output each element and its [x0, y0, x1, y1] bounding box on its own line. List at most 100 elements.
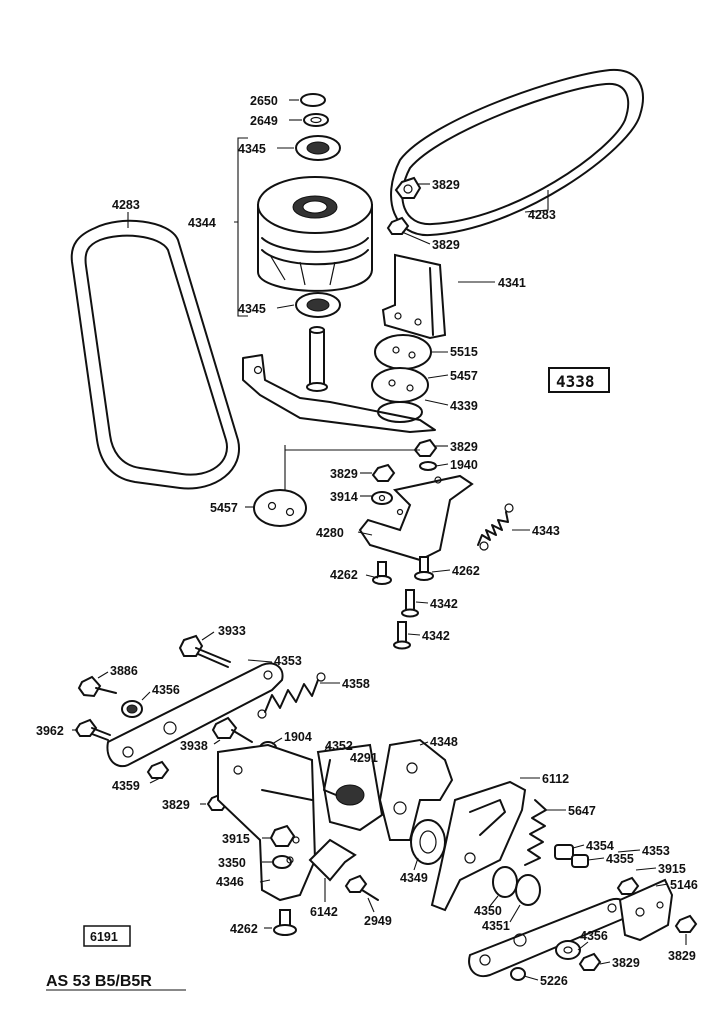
washer-under-disc [377, 401, 423, 423]
label-4342-b: 4342 [422, 629, 450, 643]
circlip-5226 [510, 967, 526, 981]
label-3915-left: 3915 [222, 832, 250, 846]
bushing-4354 [554, 844, 574, 860]
disc-5457-upper [371, 367, 429, 403]
bolt-4342-b [393, 621, 411, 650]
label-3829-plate: 3829 [450, 440, 478, 454]
label-4355: 4355 [606, 852, 634, 866]
circlip-4351 [515, 874, 541, 906]
washer-3914 [371, 491, 393, 505]
label-3829-left: 3829 [330, 467, 358, 481]
label-4345-bottom: 4345 [238, 302, 266, 316]
spring-5647 [524, 799, 547, 866]
label-6112: 6112 [542, 772, 569, 786]
label-4339: 4339 [450, 399, 478, 413]
label-3829-right: 3829 [668, 949, 696, 963]
label-3829: 3829 [432, 178, 460, 192]
belt-right [390, 68, 644, 237]
disc-5515 [374, 334, 432, 370]
label-2650: 2650 [250, 94, 278, 108]
washer-2649 [303, 113, 329, 127]
label-4283-left: 4283 [112, 198, 140, 212]
bearing-4345-top [295, 135, 341, 161]
label-6142: 6142 [310, 905, 338, 919]
bolt-4262-lower [273, 909, 297, 936]
label-2649: 2649 [250, 114, 278, 128]
washer-3350 [272, 855, 292, 869]
nut-3829-upper [394, 176, 422, 199]
nut-3829-bottom [578, 952, 602, 971]
nut-3829-right [674, 914, 698, 933]
assembly-code-box: 4338 [548, 367, 610, 393]
label-5457-upper: 5457 [450, 369, 478, 383]
label-4344: 4344 [188, 216, 216, 230]
bolt-2949 [344, 874, 379, 901]
label-4280: 4280 [316, 526, 344, 540]
circlip-4350 [492, 866, 518, 898]
label-4351: 4351 [482, 919, 510, 933]
label-4262-lower: 4262 [230, 922, 258, 936]
bolt-4342-a [401, 589, 419, 618]
bushing-4355 [571, 854, 589, 868]
bolt-3962 [74, 718, 111, 741]
disc-5457-lower [253, 489, 307, 527]
label-5515: 5515 [450, 345, 478, 359]
figure-code-box: 6191 [83, 925, 131, 947]
label-5146: 5146 [670, 878, 698, 892]
clip-6142 [308, 838, 357, 882]
nut-3829-plate [413, 438, 438, 457]
label-1940: 1940 [450, 458, 478, 472]
label-3829-second: 3829 [432, 238, 460, 252]
label-4349: 4349 [400, 871, 428, 885]
label-4356-b: 4356 [580, 929, 608, 943]
label-5647: 5647 [568, 804, 596, 818]
label-4352: 4352 [325, 739, 353, 753]
label-3829-lower-left: 3829 [162, 798, 190, 812]
label-4346: 4346 [216, 875, 244, 889]
spring-4343 [477, 503, 514, 551]
label-3933: 3933 [218, 624, 246, 638]
washer-4349 [410, 819, 446, 865]
label-4291: 4291 [350, 751, 378, 765]
label-4262-a: 4262 [330, 568, 358, 582]
plate-4339 [242, 354, 436, 433]
nut-3829-second [386, 216, 410, 235]
label-3938: 3938 [180, 739, 208, 753]
bracket-4352 [316, 743, 384, 832]
spring-4358 [257, 672, 326, 719]
label-4353-left: 4353 [274, 654, 302, 668]
label-5226: 5226 [540, 974, 568, 988]
washer-4356-a [121, 700, 143, 718]
model-caption: AS 53 B5/B5R [46, 973, 152, 990]
bolt-4262-a [372, 561, 392, 585]
label-5457-lower: 5457 [210, 501, 238, 515]
bearing-4345-bottom [295, 292, 341, 318]
bolt-4262-b [414, 556, 434, 581]
bracket-4341 [381, 253, 447, 340]
figure-code: 6191 [90, 930, 118, 944]
label-3350: 3350 [218, 856, 246, 870]
label-4350: 4350 [474, 904, 502, 918]
label-4342-a: 4342 [430, 597, 458, 611]
belt-left [70, 219, 241, 490]
label-3915-right: 3915 [658, 862, 686, 876]
label-4356-a: 4356 [152, 683, 180, 697]
label-4343: 4343 [532, 524, 560, 538]
washer-4356-b [555, 940, 581, 960]
label-4354: 4354 [586, 839, 614, 853]
label-1904: 1904 [284, 730, 312, 744]
nut-3829-left [371, 463, 396, 482]
label-4345: 4345 [238, 142, 266, 156]
label-3886: 3886 [110, 664, 138, 678]
plate-4348 [378, 738, 454, 841]
label-4353-right: 4353 [642, 844, 670, 858]
label-2949: 2949 [364, 914, 392, 928]
label-3914: 3914 [330, 490, 358, 504]
washer-1940 [419, 461, 437, 471]
label-4348: 4348 [430, 735, 458, 749]
bolt-3933 [178, 634, 231, 668]
label-4358: 4358 [342, 677, 370, 691]
arm-4280 [358, 474, 474, 562]
label-4283-right: 4283 [528, 208, 556, 222]
